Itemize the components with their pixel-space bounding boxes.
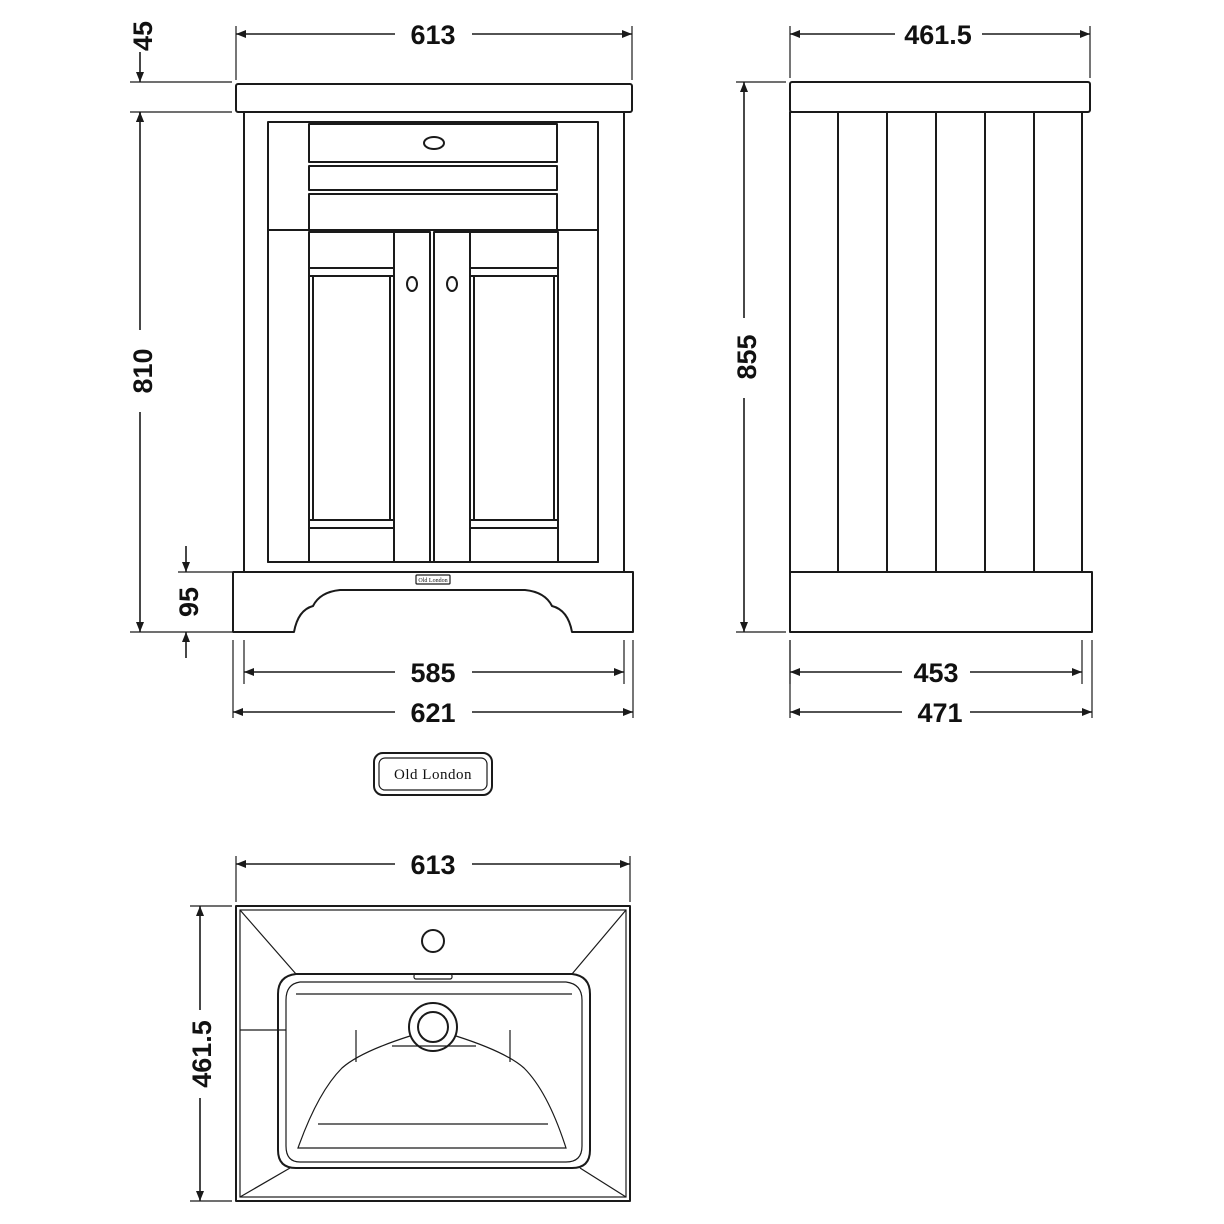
front-view: Old London 613 45 810 95 [128, 20, 634, 728]
front-left-door [308, 231, 431, 563]
dim-front-body-height: 810 [128, 348, 158, 393]
brand-logo: Old London [373, 752, 493, 796]
dim-side-top-depth: 461.5 [904, 20, 972, 50]
side-dimensions: 461.5 855 453 471 [732, 20, 1093, 728]
dim-plan-width: 613 [410, 850, 455, 880]
dim-side-base-depth: 471 [917, 698, 962, 728]
left-door-knob [406, 276, 418, 292]
dim-front-top-thickness: 45 [128, 21, 158, 51]
basin-waste [408, 1002, 458, 1052]
dim-front-plinth-height: 95 [174, 587, 204, 617]
dim-side-inner-depth: 453 [913, 658, 958, 688]
tap-hole [421, 929, 445, 953]
dim-front-overall-width: 613 [410, 20, 455, 50]
drawer-handle [423, 136, 445, 150]
side-countertop [789, 81, 1091, 113]
front-dimensions: 613 45 810 95 585 [128, 20, 634, 728]
plan-dimensions: 613 461.5 [187, 850, 631, 1202]
dim-front-base-width: 621 [410, 698, 455, 728]
right-door-knob [446, 276, 458, 292]
front-countertop [235, 83, 633, 113]
dim-plan-depth: 461.5 [187, 1020, 217, 1088]
dim-side-overall-height: 855 [732, 334, 762, 379]
plan-view [235, 905, 631, 1202]
basin-bowl-outer [277, 973, 591, 1169]
front-right-door [433, 231, 559, 563]
basin-outer-rim [235, 905, 631, 1202]
plinth-badge-text: Old London [418, 578, 447, 584]
side-panel-grooves [837, 111, 1035, 573]
side-plinth [789, 571, 1093, 633]
front-plinth: Old London [232, 571, 634, 633]
plinth-badge [415, 574, 451, 585]
front-drawer [308, 123, 558, 231]
dim-front-inner-width: 585 [410, 658, 455, 688]
brand-logo-text: Old London [394, 767, 472, 783]
side-view: 461.5 855 453 471 [732, 20, 1093, 728]
